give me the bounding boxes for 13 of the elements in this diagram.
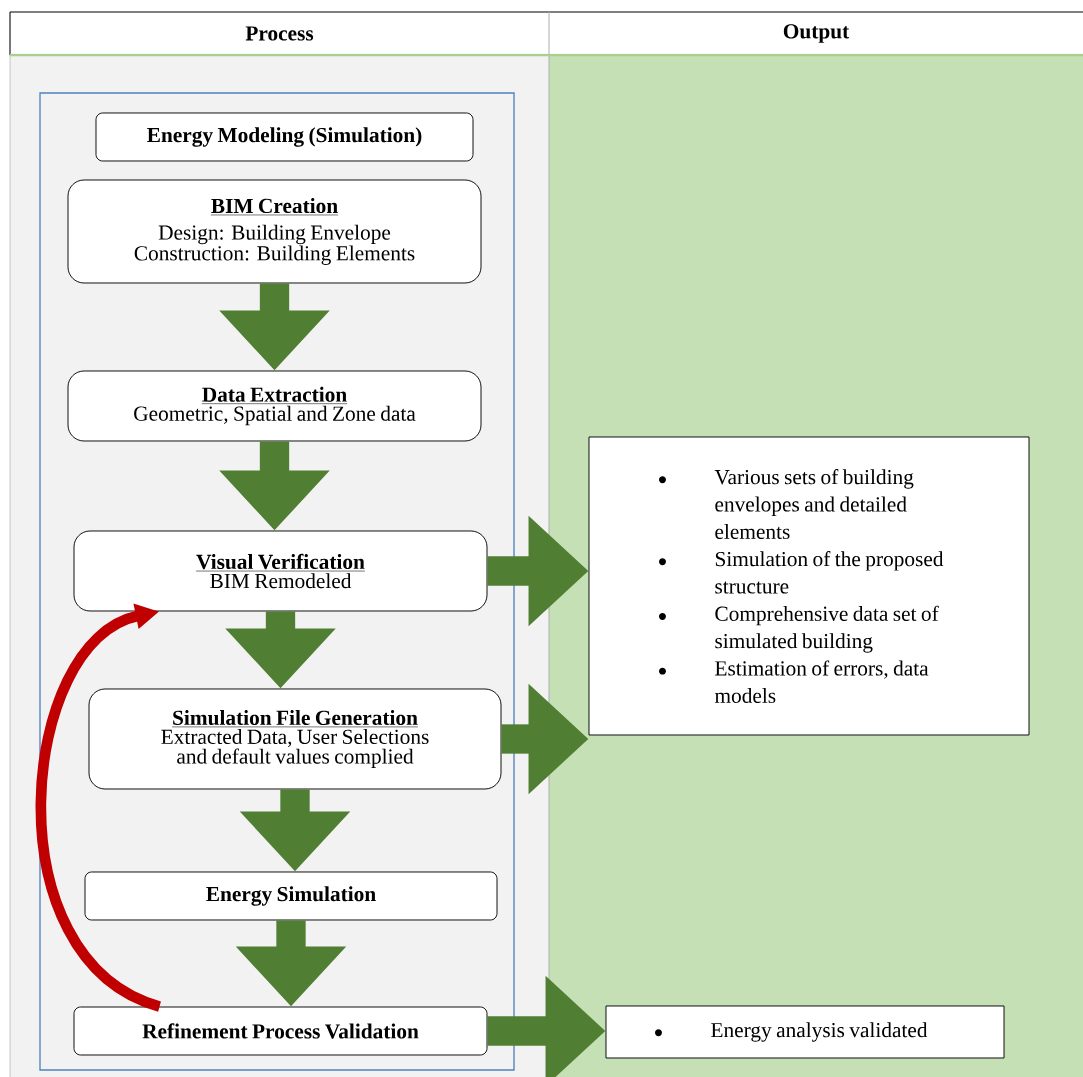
process-box: Visual Verification BIM Remodeled <box>73 530 488 612</box>
output-box: Energy analysis validated <box>605 1005 1005 1059</box>
process-box: Energy Simulation <box>84 871 498 921</box>
process-box: Refinement Process Validation <box>73 1006 488 1056</box>
process-box: Data Extraction Geometric, Spatial and Zone data <box>67 370 482 442</box>
process-box: Simulation File Generation Extracted Data, User Selections and default values complied <box>88 688 502 790</box>
header-cell: Process <box>245 26 314 41</box>
frame <box>39 92 515 1071</box>
header-cell: Output <box>783 24 850 43</box>
process-box: Energy Modeling (Simulation) <box>95 112 474 162</box>
output-box: Various sets of building envelopes and detailed elements Simulation of the proposed structure Comprehensive data set of simulated building Estimation of errors, data models <box>588 436 1030 736</box>
process-box: BIM Creation Design: Building Envelope Construction: Building Elements <box>67 179 482 284</box>
curved-arrow <box>35 603 162 1012</box>
